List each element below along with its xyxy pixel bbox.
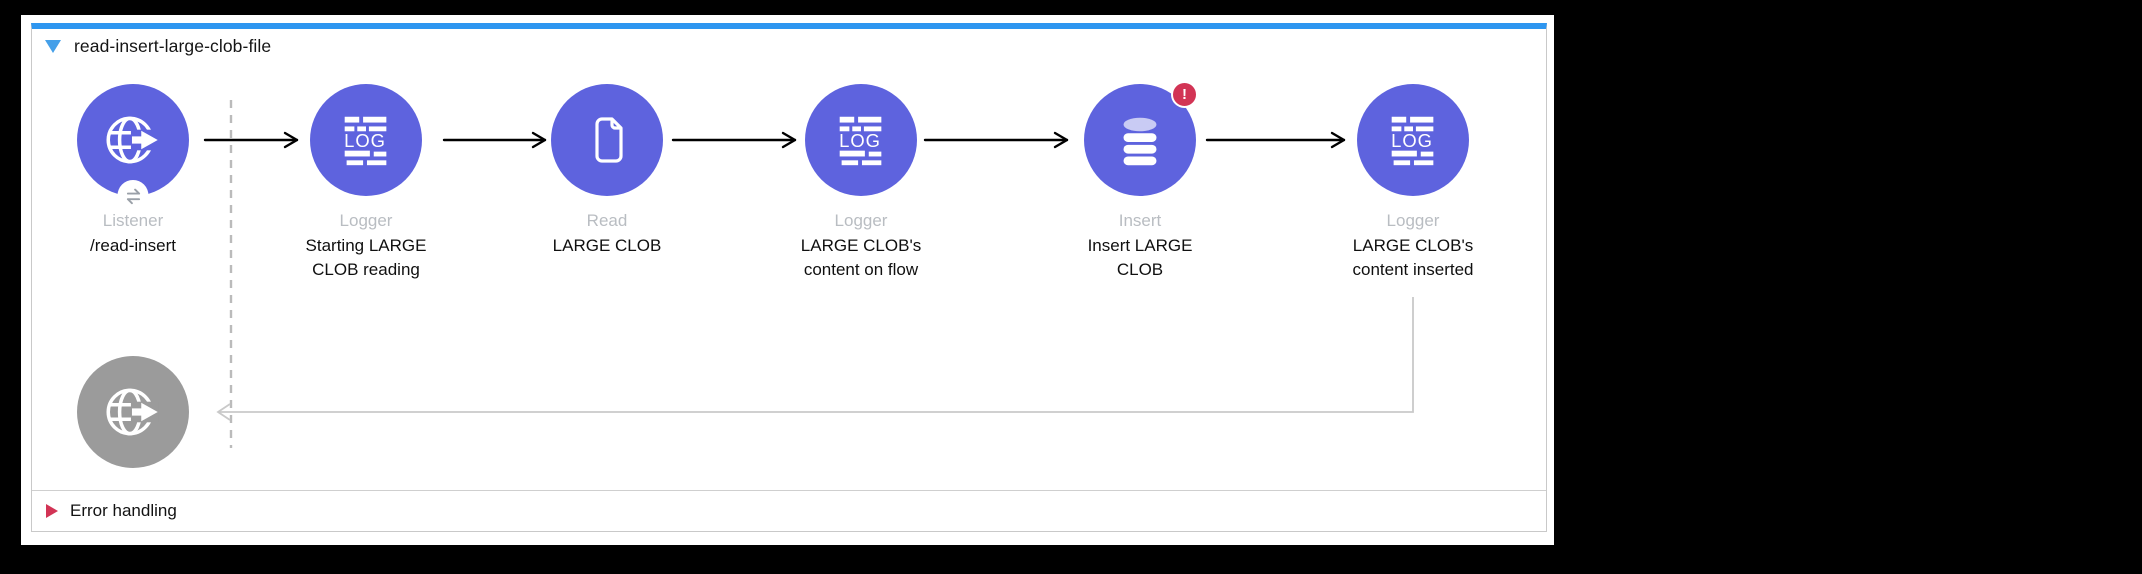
node-caption: /read-insert (90, 236, 176, 255)
flow-arrow (671, 131, 797, 149)
logger-circle[interactable]: LOG (1357, 84, 1469, 196)
svg-text:LOG: LOG (839, 130, 881, 151)
flow-node-insert[interactable]: ! Insert Insert LARGE CLOB (1045, 81, 1235, 282)
file-icon (595, 117, 623, 163)
mule-flow-editor-canvas: read-insert-large-clob-file (21, 15, 1554, 545)
flow-node-listener[interactable]: Listener /read-insert (38, 84, 228, 258)
flow-arrow (203, 131, 299, 149)
node-name: Logger (339, 211, 393, 230)
flow-header: read-insert-large-clob-file (45, 36, 271, 57)
node-caption: LARGE CLOB's content on flow (800, 236, 922, 279)
node-name: Logger (834, 211, 888, 230)
node-caption: LARGE CLOB (552, 236, 662, 255)
globe-arrow-icon (106, 388, 159, 436)
flow-connectors (203, 100, 1414, 448)
svg-text:LOG: LOG (1391, 130, 1433, 151)
response-return-connector (216, 297, 1414, 421)
flow-node-listener-response[interactable] (77, 356, 189, 468)
node-name: Insert (1118, 211, 1162, 230)
flow-node-logger-2[interactable]: LOG Logger LARGE CLOB's content on flow (766, 84, 956, 282)
flow-arrow (1205, 131, 1346, 149)
node-name: Read (586, 211, 628, 230)
flow-arrow (442, 131, 547, 149)
exchange-arrows-icon (126, 188, 140, 204)
error-handling-label: Error handling (70, 501, 177, 520)
flow-node-read[interactable]: Read LARGE CLOB (512, 84, 702, 258)
logger-circle[interactable]: LOG (310, 84, 422, 196)
logger-icon: LOG (1391, 116, 1434, 166)
node-caption: Starting LARGE CLOB reading (305, 236, 427, 279)
flow-title[interactable]: read-insert-large-clob-file (74, 36, 272, 56)
read-circle[interactable] (551, 84, 663, 196)
listener-circle[interactable] (77, 84, 189, 211)
logger-circle[interactable]: LOG (805, 84, 917, 196)
error-handling-expand-toggle-icon[interactable] (46, 504, 58, 518)
message-flow-arrows (203, 131, 1346, 149)
logger-icon: LOG (839, 116, 882, 166)
node-name: Logger (1386, 211, 1440, 230)
flow-node-logger-3[interactable]: LOG Logger LARGE CLOB's content inserted (1318, 84, 1508, 282)
insert-circle[interactable]: ! (1084, 81, 1198, 196)
flow-collapse-toggle-icon[interactable] (45, 40, 61, 53)
flow-container[interactable]: read-insert-large-clob-file (31, 23, 1547, 532)
flow-arrow (923, 131, 1069, 149)
error-handling-section[interactable]: Error handling (32, 490, 1546, 531)
listener-response-badge (117, 180, 149, 211)
listener-response-circle[interactable] (77, 356, 189, 468)
node-caption: Insert LARGE CLOB (1087, 236, 1193, 279)
logger-icon: LOG (344, 116, 387, 166)
flow-node-logger-1[interactable]: LOG Logger Starting LARGE CLOB reading (271, 84, 461, 282)
database-icon (1123, 117, 1157, 166)
node-name: Listener (102, 211, 164, 230)
svg-text:LOG: LOG (344, 130, 386, 151)
node-caption: LARGE CLOB's content inserted (1352, 236, 1474, 279)
error-badge[interactable]: ! (1171, 81, 1198, 108)
globe-arrow-icon (106, 116, 159, 164)
